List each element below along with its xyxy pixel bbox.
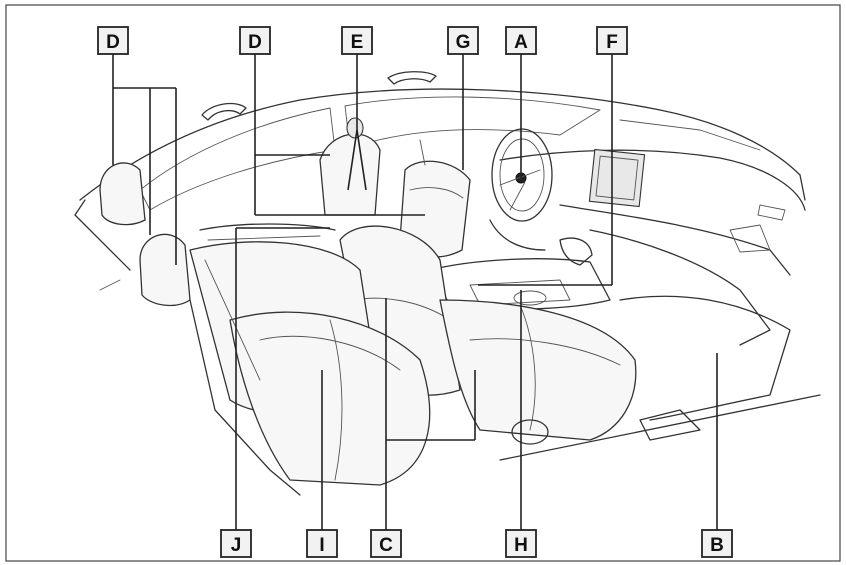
navigation-screen bbox=[588, 148, 646, 208]
label-j: J bbox=[220, 529, 252, 558]
label-d-center-text: D bbox=[248, 32, 262, 53]
label-f: F bbox=[596, 26, 628, 55]
rear-seat-headrest-left bbox=[139, 233, 191, 307]
grab-handle-rear bbox=[201, 102, 247, 121]
label-e: E bbox=[341, 26, 373, 55]
label-d-center: D bbox=[239, 26, 271, 55]
diagram-frame bbox=[5, 4, 841, 562]
rear-seat-belt-buckle bbox=[346, 117, 364, 139]
front-passenger-seat-cushion bbox=[439, 299, 637, 441]
label-d-left: D bbox=[97, 26, 129, 55]
label-a: A bbox=[505, 26, 537, 55]
label-c: C bbox=[370, 529, 402, 558]
steering-wheel bbox=[491, 128, 553, 222]
label-a-text: A bbox=[514, 32, 528, 53]
label-b-text: B bbox=[710, 535, 724, 556]
label-e-text: E bbox=[351, 32, 364, 53]
leader-lines bbox=[112, 53, 718, 530]
label-g-text: G bbox=[456, 32, 471, 53]
label-c-text: C bbox=[379, 535, 393, 556]
seat-adjust-knob bbox=[511, 419, 549, 445]
label-h-text: H bbox=[514, 535, 528, 556]
label-i: I bbox=[306, 529, 338, 558]
car-drawing bbox=[74, 71, 821, 496]
label-b: B bbox=[701, 529, 733, 558]
label-f-text: F bbox=[606, 32, 618, 53]
grab-handle-front bbox=[387, 71, 437, 85]
rear-seat-headrest-far bbox=[99, 162, 146, 226]
label-i-text: I bbox=[319, 535, 324, 556]
label-g: G bbox=[447, 26, 479, 55]
label-d-left-text: D bbox=[106, 32, 120, 53]
label-h: H bbox=[505, 529, 537, 558]
label-j-text: J bbox=[231, 535, 242, 556]
